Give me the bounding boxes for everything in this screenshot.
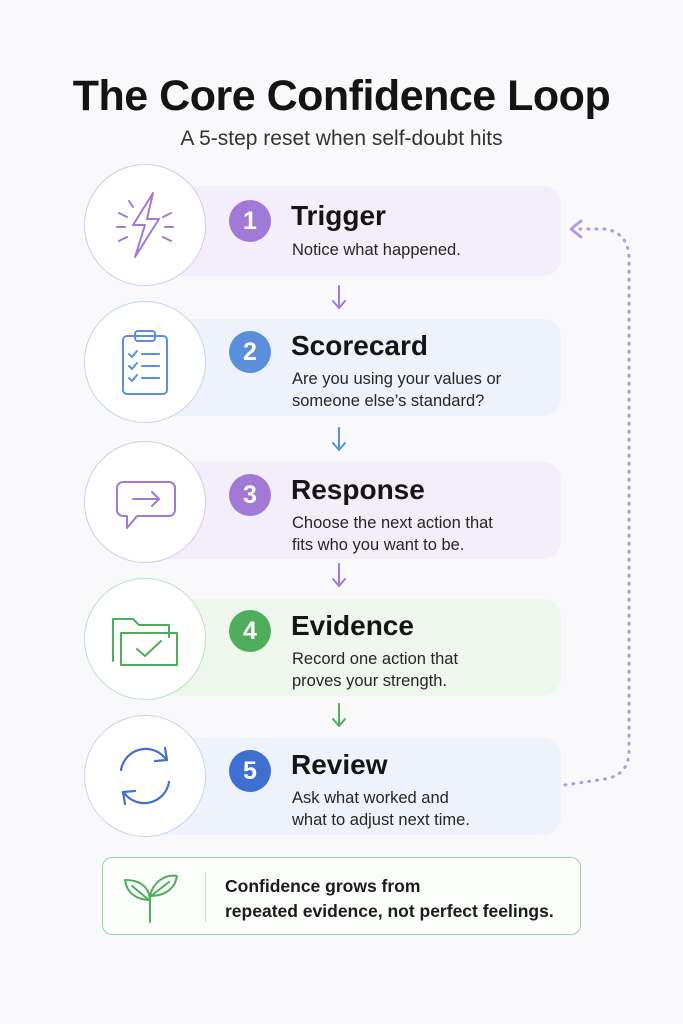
step-card-evidence	[150, 599, 561, 696]
step-description: Ask what worked and what to adjust next …	[292, 789, 470, 829]
loop-back-arrow	[563, 219, 631, 787]
page-subtitle: A 5-step reset when self-doubt hits	[180, 127, 503, 150]
step-description: Choose the next action that fits who you…	[292, 514, 493, 554]
step-icon-circle	[84, 441, 206, 563]
lightning-bolt-icon	[116, 192, 174, 258]
step-card-scorecard	[150, 319, 561, 416]
down-arrow-icon	[332, 427, 346, 451]
sprout-icon	[124, 874, 178, 923]
footer-divider	[205, 872, 206, 922]
step-number-badge: 1	[229, 200, 271, 242]
step-icon-circle	[84, 715, 206, 837]
step-number-badge: 3	[229, 474, 271, 516]
down-arrow-icon	[332, 703, 346, 727]
step-title: Scorecard	[291, 330, 428, 361]
folder-check-icon	[112, 618, 178, 666]
step-number-badge: 2	[229, 331, 271, 373]
step-title: Trigger	[291, 200, 386, 231]
footer-callout: Confidence grows from repeated evidence,…	[102, 857, 581, 935]
down-arrow-icon	[332, 563, 346, 587]
step-card-review	[150, 738, 561, 835]
step-number-badge: 4	[229, 610, 271, 652]
refresh-cycle-icon	[119, 746, 171, 806]
step-title: Evidence	[291, 610, 414, 641]
step-card-trigger	[150, 186, 561, 276]
clipboard-checklist-icon	[122, 330, 168, 395]
step-description: Are you using your values or someone els…	[292, 370, 502, 410]
step-card-response	[150, 462, 561, 559]
step-number-badge: 5	[229, 750, 271, 792]
step-title: Review	[291, 749, 388, 780]
footer-text: Confidence grows from repeated evidence,…	[225, 876, 554, 921]
step-icon-circle	[84, 578, 206, 700]
step-title: Response	[291, 474, 425, 505]
step-icon-circle	[84, 301, 206, 423]
page-title: The Core Confidence Loop	[72, 72, 611, 120]
speech-bubble-arrow-icon	[116, 481, 176, 529]
down-arrow-icon	[332, 285, 346, 309]
step-icon-circle	[84, 164, 206, 286]
step-description: Notice what happened.	[292, 241, 461, 259]
step-description: Record one action that proves your stren…	[292, 650, 459, 690]
